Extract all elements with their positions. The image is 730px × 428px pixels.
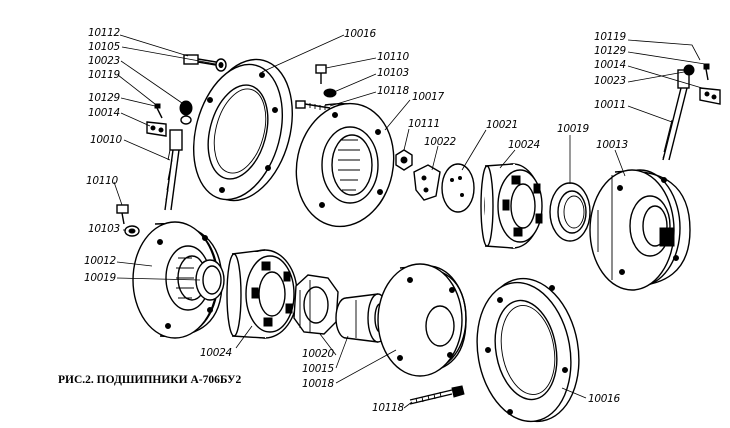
label-10020: 10020 bbox=[302, 348, 335, 360]
lock-plate-10022 bbox=[413, 164, 441, 201]
label-10014: 10014 bbox=[88, 107, 120, 119]
label-10019: 10019 bbox=[557, 123, 590, 135]
seal-ring-10019-right bbox=[549, 182, 591, 242]
label-10024: 10024 bbox=[200, 347, 232, 359]
long-bolt-10011 bbox=[662, 69, 690, 161]
housing-10012 bbox=[132, 221, 223, 339]
label-10118: 10118 bbox=[372, 402, 405, 414]
label-10022: 10022 bbox=[424, 136, 457, 148]
nut-10023-left bbox=[179, 100, 193, 125]
label-10013: 10013 bbox=[596, 139, 628, 151]
label-10112: 10112 bbox=[88, 27, 121, 39]
label-10111: 10111 bbox=[408, 118, 440, 130]
label-10129: 10129 bbox=[88, 92, 121, 104]
pin-10119-right bbox=[703, 63, 710, 81]
label-10019: 10019 bbox=[84, 272, 117, 284]
part-labels: 10112 10105 10023 10119 10129 10014 1001… bbox=[84, 27, 628, 414]
label-10024: 10024 bbox=[508, 139, 540, 151]
label-10021: 10021 bbox=[486, 119, 518, 131]
nut-10111 bbox=[395, 149, 413, 171]
plate-10014-left bbox=[146, 121, 167, 137]
label-10103: 10103 bbox=[88, 223, 120, 235]
roller-bearing-10024-right bbox=[480, 163, 543, 249]
nut-10020 bbox=[293, 274, 339, 335]
bolt-10118-bottom bbox=[409, 385, 465, 405]
washer-10103-top bbox=[323, 88, 337, 98]
figure-caption: РИС.2. ПОДШИПНИКИ А-706БУ2 bbox=[58, 374, 241, 386]
label-10017: 10017 bbox=[412, 91, 445, 103]
label-10129: 10129 bbox=[594, 45, 627, 57]
label-10016: 10016 bbox=[344, 28, 377, 40]
cover-10018 bbox=[377, 263, 467, 377]
label-10018: 10018 bbox=[302, 378, 335, 390]
label-10014: 10014 bbox=[594, 59, 626, 71]
label-10118: 10118 bbox=[377, 85, 410, 97]
roller-bearing-10024-left bbox=[226, 249, 298, 339]
label-10105: 10105 bbox=[88, 41, 121, 53]
plate-10014-right bbox=[699, 87, 721, 105]
label-10119: 10119 bbox=[594, 31, 627, 43]
bolt-10110-top bbox=[315, 64, 327, 84]
label-10110: 10110 bbox=[86, 175, 119, 187]
cap-10021 bbox=[441, 163, 475, 213]
label-10119: 10119 bbox=[88, 69, 121, 81]
cover-10016-top bbox=[192, 58, 293, 202]
label-10023: 10023 bbox=[594, 75, 626, 87]
nut-10105 bbox=[215, 58, 227, 72]
label-10012: 10012 bbox=[84, 255, 117, 267]
pin-10119-left bbox=[154, 103, 163, 119]
leader-lines bbox=[113, 34, 706, 409]
washer-10103-left bbox=[124, 225, 140, 237]
label-10103: 10103 bbox=[377, 67, 409, 79]
bolt-10110-left bbox=[116, 204, 129, 225]
seal-ring-10019-left bbox=[195, 259, 225, 301]
label-10016: 10016 bbox=[588, 393, 621, 405]
label-10110: 10110 bbox=[377, 51, 410, 63]
label-10010: 10010 bbox=[90, 134, 123, 146]
long-bolt-10010 bbox=[164, 129, 183, 211]
nut-10023-right bbox=[683, 64, 695, 76]
label-10015: 10015 bbox=[302, 363, 335, 375]
label-10023: 10023 bbox=[88, 55, 120, 67]
housing-10013 bbox=[589, 169, 691, 291]
housing-10017 bbox=[295, 102, 395, 228]
cover-10016-bottom bbox=[476, 277, 580, 423]
bolt-10118-top bbox=[295, 100, 331, 110]
label-10011: 10011 bbox=[594, 99, 626, 111]
